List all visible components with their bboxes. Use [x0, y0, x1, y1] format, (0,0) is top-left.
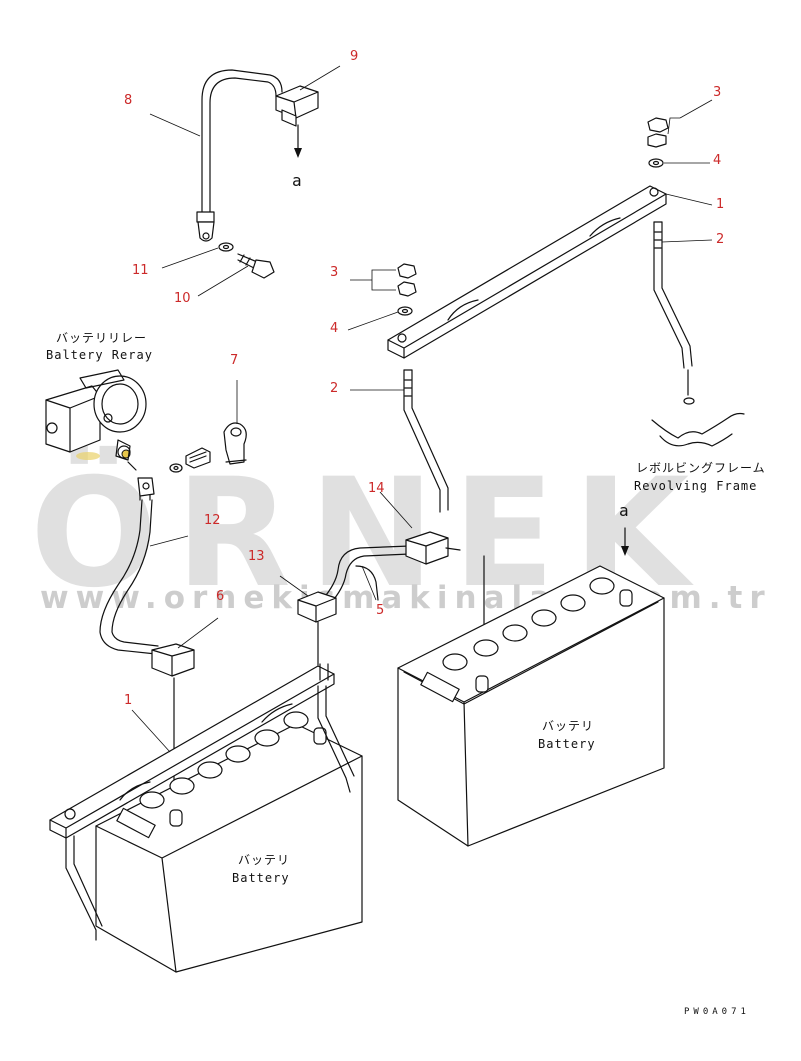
rod-2-right	[653, 221, 695, 405]
callout-2-right: 2	[716, 232, 724, 247]
revolving-frame-label-en: Revolving Frame	[634, 479, 757, 493]
battery-right-caps	[442, 577, 615, 671]
battery-left-label-en: Battery	[232, 871, 290, 885]
callout-6: 6	[216, 589, 224, 604]
cable-8	[196, 69, 319, 279]
battery-right-label-jp: バッテリ	[542, 719, 594, 733]
battery-relay	[45, 369, 147, 471]
battery-relay-label-jp: バッテリリレー	[56, 331, 147, 345]
drawing-code: PW0A071	[684, 1007, 750, 1017]
callout-4-mid: 4	[330, 321, 338, 336]
callout-numbers: 8 9 11 10 3 4 1 2 3 4 2 7 12 14 13 5 6 1	[124, 49, 724, 708]
battery-left-caps	[139, 711, 309, 809]
battery-left-label-jp: バッテリ	[238, 853, 290, 867]
bracket-1-right	[387, 117, 669, 359]
reference-a-top: a	[292, 171, 303, 190]
callout-10: 10	[174, 291, 191, 306]
battery-right	[397, 527, 665, 847]
callout-14: 14	[368, 481, 385, 496]
reference-a-right: a	[619, 501, 630, 520]
leader-lines	[131, 65, 713, 753]
text-labels: バッテリリレー Baltery Reray レボルビングフレーム Revolvi…	[46, 171, 766, 1017]
callout-1-left: 1	[124, 693, 132, 708]
callout-13: 13	[248, 549, 265, 564]
callout-4-right: 4	[713, 153, 721, 168]
battery-relay-label-en: Baltery Reray	[46, 348, 153, 362]
callout-7: 7	[230, 353, 238, 368]
callout-2-mid: 2	[330, 381, 338, 396]
nuts-3-4-mid	[397, 263, 417, 316]
callout-11: 11	[132, 263, 149, 278]
callout-3-mid: 3	[330, 265, 338, 280]
callout-12: 12	[204, 513, 221, 528]
cable-12	[99, 477, 195, 796]
callout-1-right: 1	[716, 197, 724, 212]
callout-8: 8	[124, 93, 132, 108]
callout-3-right: 3	[713, 85, 721, 100]
battery-right-label-en: Battery	[538, 737, 596, 751]
callout-5: 5	[376, 603, 384, 618]
terminal-7	[169, 380, 247, 473]
battery-left	[49, 663, 363, 973]
revolving-frame-sketch	[651, 412, 745, 447]
revolving-frame-label-jp: レボルビングフレーム	[636, 461, 766, 475]
callout-9: 9	[350, 49, 358, 64]
